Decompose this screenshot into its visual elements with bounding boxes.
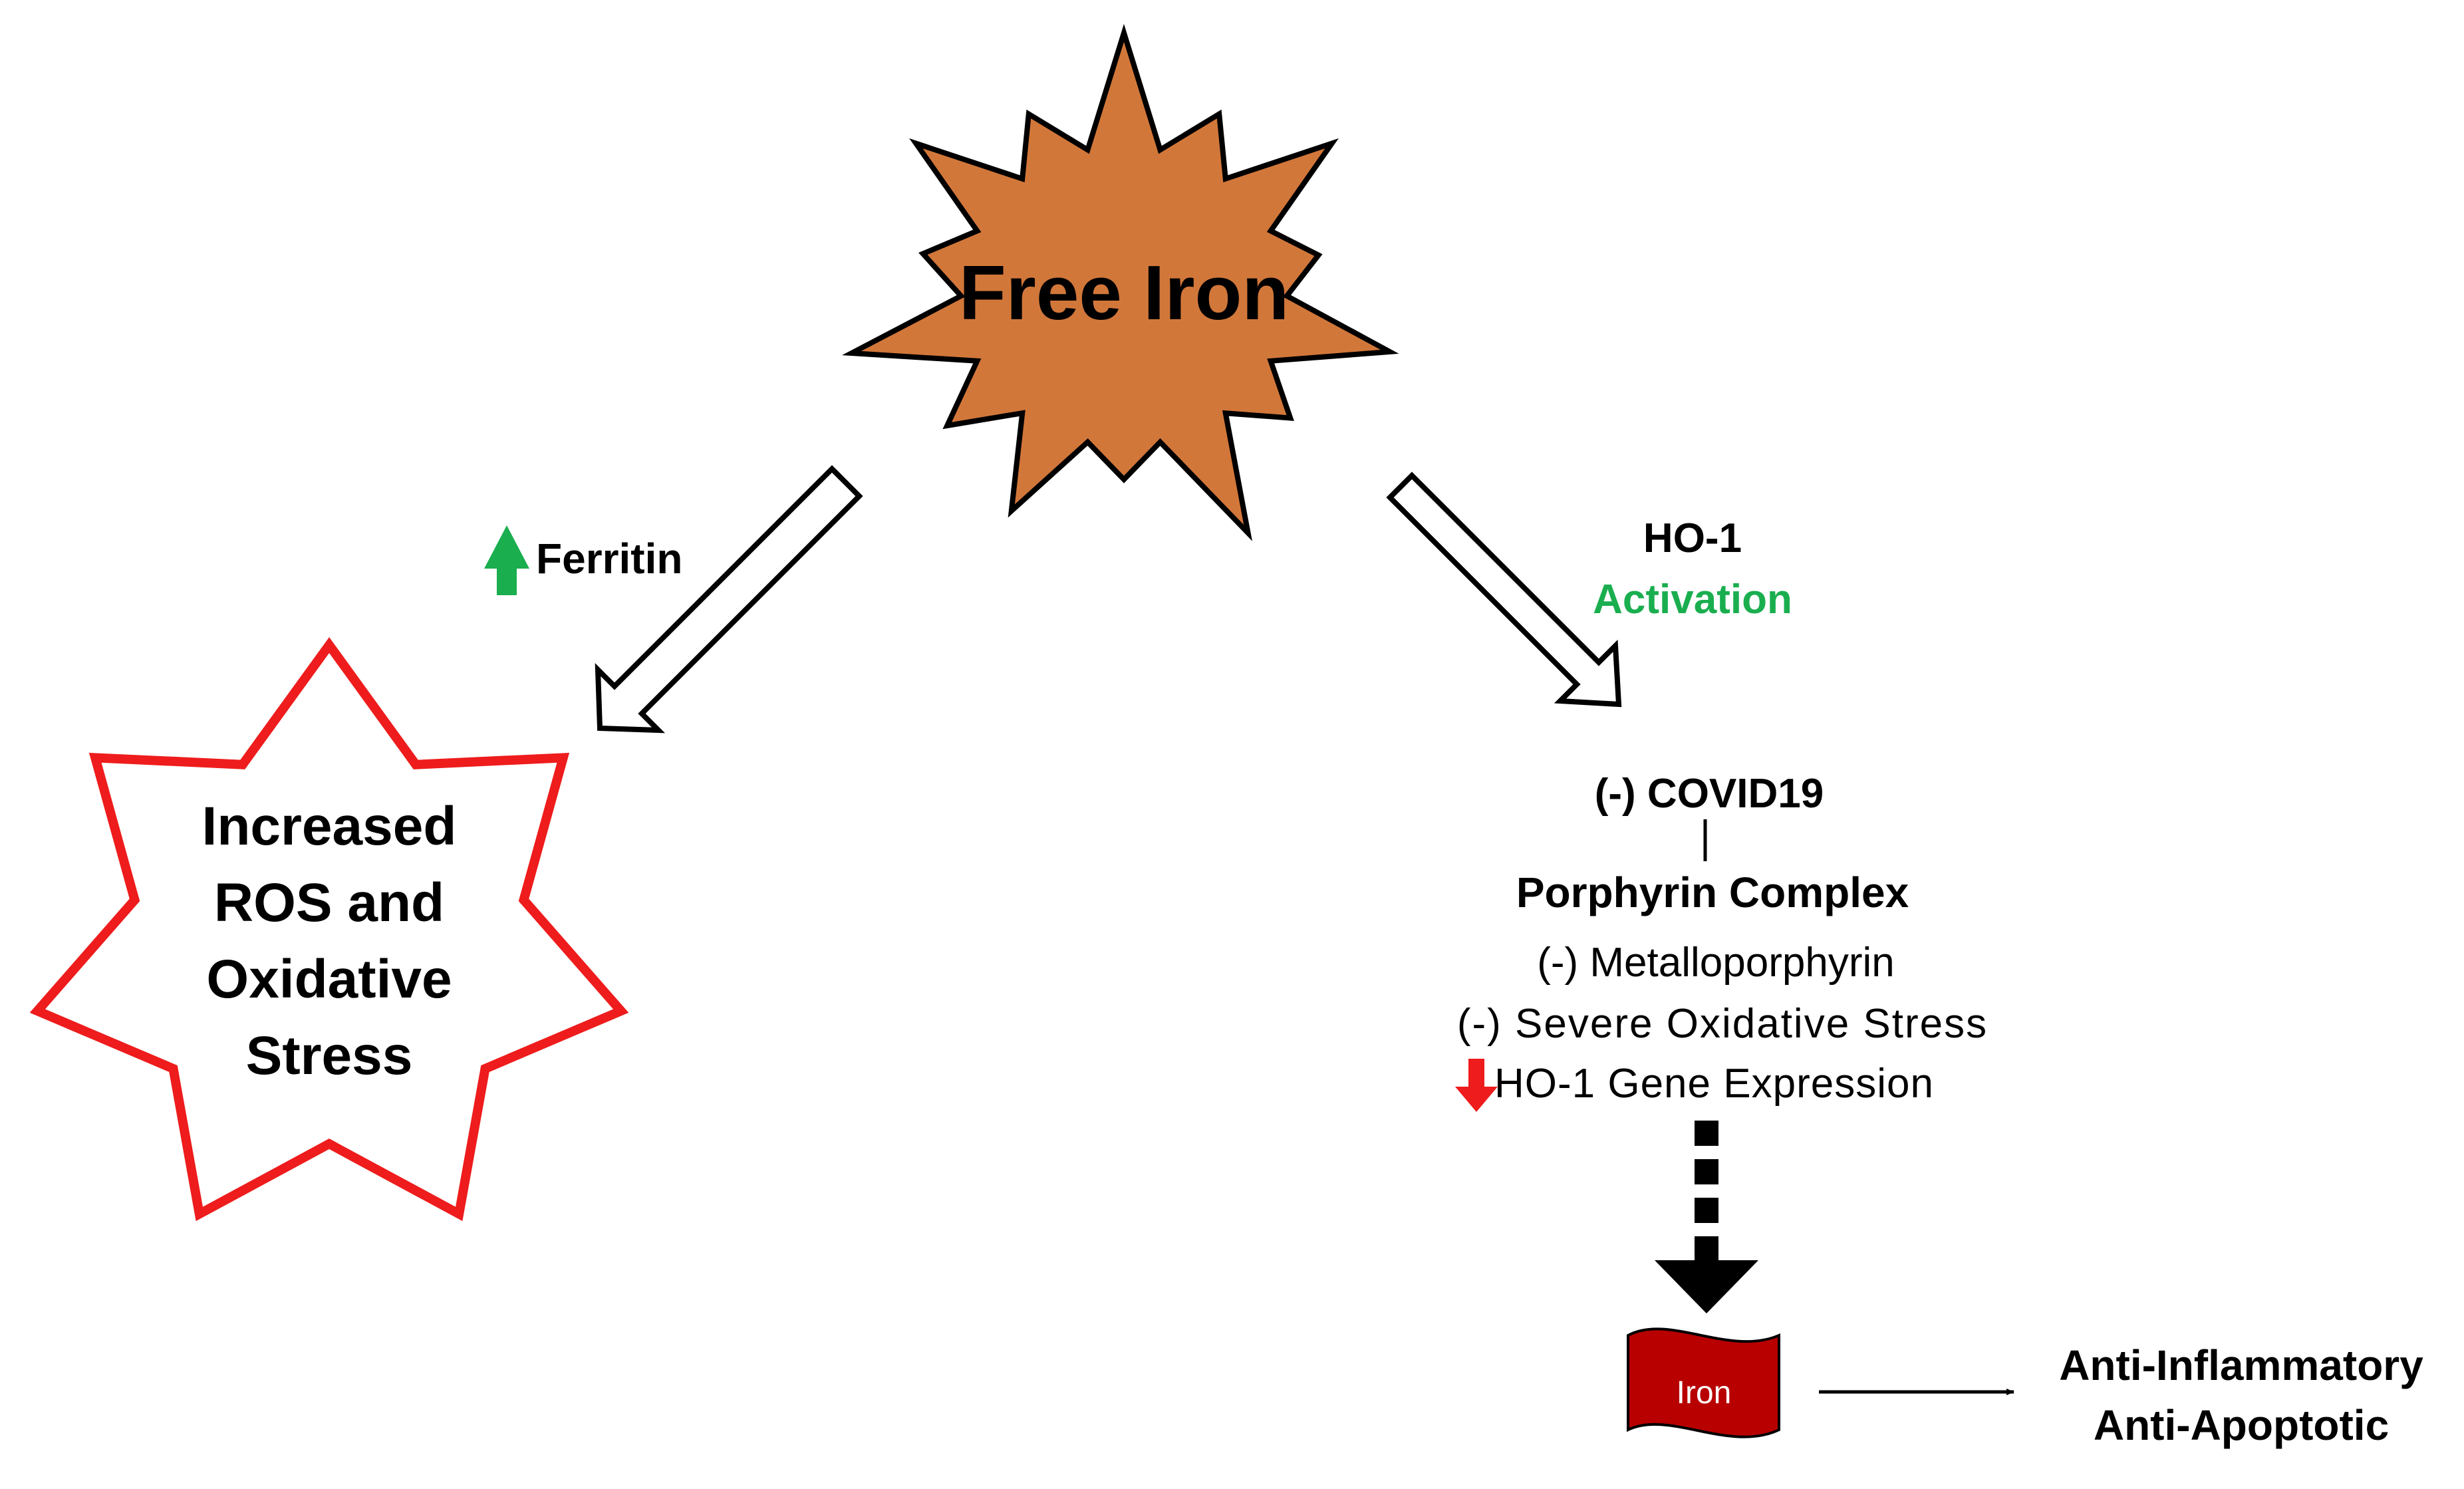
ferritin-pathway-arrow xyxy=(595,465,863,734)
severe-oxidative-stress-label: (-) Severe Oxidative Stress xyxy=(1457,1001,1988,1047)
metalloporphyrin-label: (-) Metalloporphyrin xyxy=(1537,940,1895,986)
ros-line-1: Increased xyxy=(202,796,457,857)
porphyrin-complex-label: Porphyrin Complex xyxy=(1516,869,1909,916)
ferritin-up-arrow-icon xyxy=(484,525,529,595)
ferritin-label: Ferritin xyxy=(536,535,682,583)
anti-apoptotic-label: Anti-Apoptotic xyxy=(2094,1401,2389,1449)
ros-line-3: Oxidative xyxy=(206,949,452,1010)
ho1-gene-expression-label: HO-1 Gene Expression xyxy=(1494,1061,1934,1107)
dashed-connector-head xyxy=(1655,1260,1758,1313)
ros-line-2: ROS and xyxy=(214,873,444,933)
iron-flag xyxy=(1627,1327,1780,1438)
ros-oxidative-stress-star xyxy=(29,637,629,1222)
covid19-label: (-) COVID19 xyxy=(1595,771,1824,817)
iron-label: Iron xyxy=(1677,1375,1732,1411)
ros-line-4: Stress xyxy=(246,1025,413,1086)
free-iron-label: Free Iron xyxy=(959,249,1289,336)
free-iron-burst xyxy=(841,23,1399,541)
ho1-label: HO-1 xyxy=(1643,515,1742,561)
activation-label: Activation xyxy=(1593,577,1792,622)
ho1-expression-down-arrow-icon xyxy=(1455,1059,1498,1112)
ho1-pathway-arrow xyxy=(1386,472,1622,708)
anti-inflammatory-label: Anti-Inflammatory xyxy=(2059,1341,2423,1389)
